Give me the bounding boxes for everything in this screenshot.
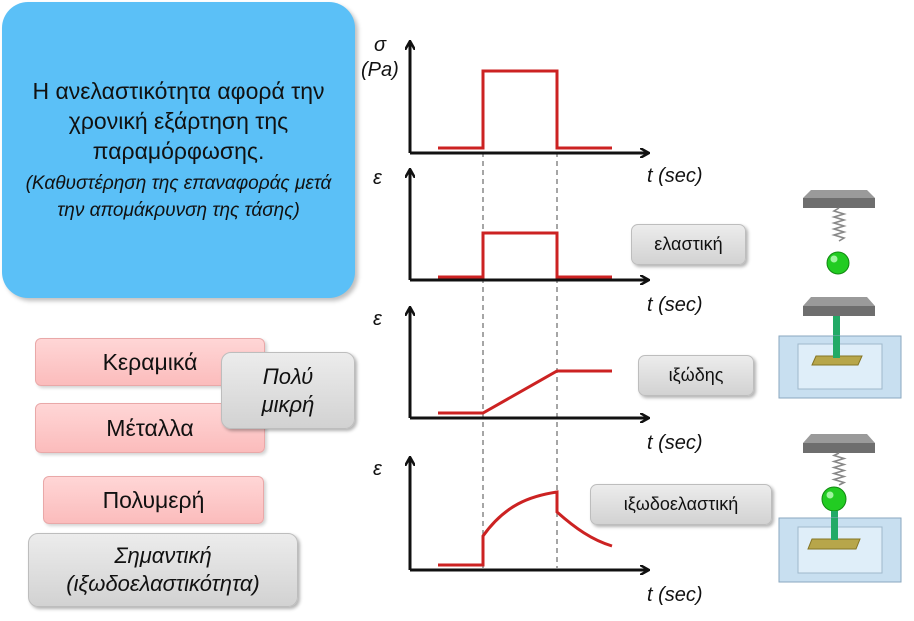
elastic-label: ελαστική [631, 224, 746, 265]
spring-model-icon [803, 190, 875, 275]
significant-effect-box: Σημαντική (ιξωδοελαστικότητα) [28, 533, 298, 607]
stress-curve [438, 69, 612, 150]
stress-time-label: t (sec) [647, 165, 703, 187]
viscous-strain-graph [410, 308, 648, 418]
stress-unit: (Pa) [361, 59, 399, 81]
intro-sub-text: (Καθυστέρηση της επαναφοράς μετά την απο… [25, 173, 332, 221]
polymers-box: Πολυμερή [43, 476, 264, 524]
elastic-strain-symbol: ε [373, 167, 382, 189]
viscoelastic-strain-symbol: ε [373, 458, 382, 480]
small-effect-box: Πολύ μικρή [221, 352, 355, 429]
viscous-time-label: t (sec) [647, 432, 703, 454]
viscous-strain-curve [438, 369, 612, 415]
viscoelastic-model-icon [778, 434, 902, 583]
stress-symbol: σ [374, 34, 387, 56]
elastic-time-label: t (sec) [647, 294, 703, 316]
viscous-strain-symbol: ε [373, 308, 382, 330]
intro-main-text: Η ανελαστικότητα αφορά την χρονική εξάρτ… [32, 78, 325, 164]
viscoelastic-time-label: t (sec) [647, 584, 703, 606]
dashpot-model-icon [778, 297, 902, 399]
viscoelastic-strain-curve [438, 490, 613, 567]
intro-box: Η ανελαστικότητα αφορά την χρονική εξάρτ… [2, 2, 355, 298]
viscoelastic-strain-graph [410, 458, 648, 570]
elastic-strain-graph [410, 170, 648, 280]
viscous-label: ιξώδης [638, 355, 754, 396]
viscoelastic-label: ιξωδοελαστική [590, 484, 772, 525]
stress-graph [410, 42, 648, 153]
elastic-strain-curve [438, 231, 612, 279]
